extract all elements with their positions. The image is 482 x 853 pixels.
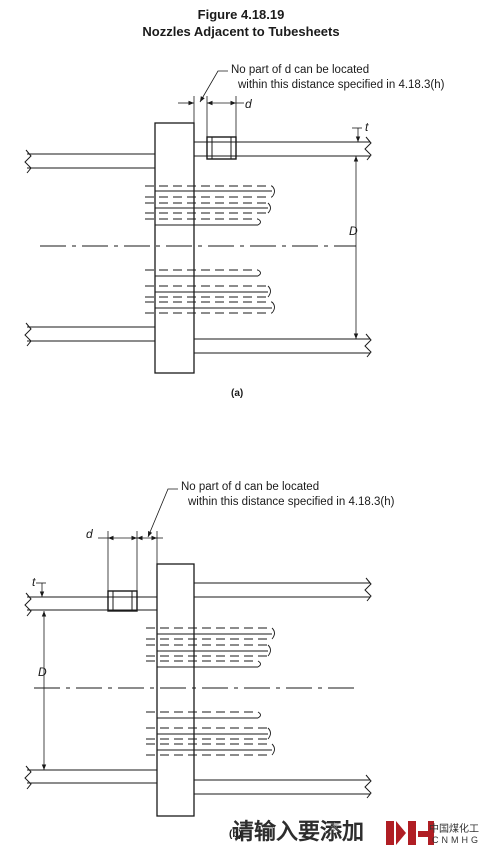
panel-b-sublabel: (b)	[229, 829, 242, 840]
panel-a-sublabel: (a)	[231, 388, 243, 399]
panel-b-label-D: D	[38, 665, 47, 679]
panel-a-label-d: d	[245, 97, 252, 111]
panel-b-drawing	[24, 488, 372, 817]
panel-b-label-t: t	[32, 575, 36, 589]
panel-a-tubesheet	[154, 122, 195, 374]
panel-b-tubesheet	[156, 563, 195, 817]
panel-a-note-line1: No part of d can be located	[231, 64, 369, 76]
panel-a-tubes-bottom	[145, 269, 275, 314]
watermark-small-text: 家	[330, 822, 340, 832]
panel-b-note-line2: within this distance specified in 4.18.3…	[187, 496, 395, 508]
panel-a-label-t: t	[365, 120, 369, 134]
figure-caption: Nozzles Adjacent to Tubesheets	[142, 24, 340, 39]
panel-a-label-D: D	[349, 224, 358, 238]
panel-b-tubes-top	[146, 627, 275, 668]
panel-a-drawing	[24, 70, 372, 374]
panel-b-tubes-bottom	[146, 711, 275, 756]
panel-a-nozzle	[206, 136, 237, 160]
panel-b-nozzle	[107, 590, 138, 612]
watermark-logo-cn: 中国煤化工	[429, 824, 479, 835]
panel-b-note-line1: No part of d can be located	[181, 481, 319, 493]
watermark-logo-en: CNMHG	[432, 835, 481, 845]
watermark-logo-icon	[386, 821, 434, 845]
watermark-text: 请输入要添加	[232, 820, 365, 845]
figure-number: Figure 4.18.19	[197, 7, 285, 22]
panel-a-note-line2: within this distance specified in 4.18.3…	[237, 79, 445, 91]
panel-b-label-d: d	[86, 527, 93, 541]
panel-a-tubes-top	[145, 185, 275, 226]
